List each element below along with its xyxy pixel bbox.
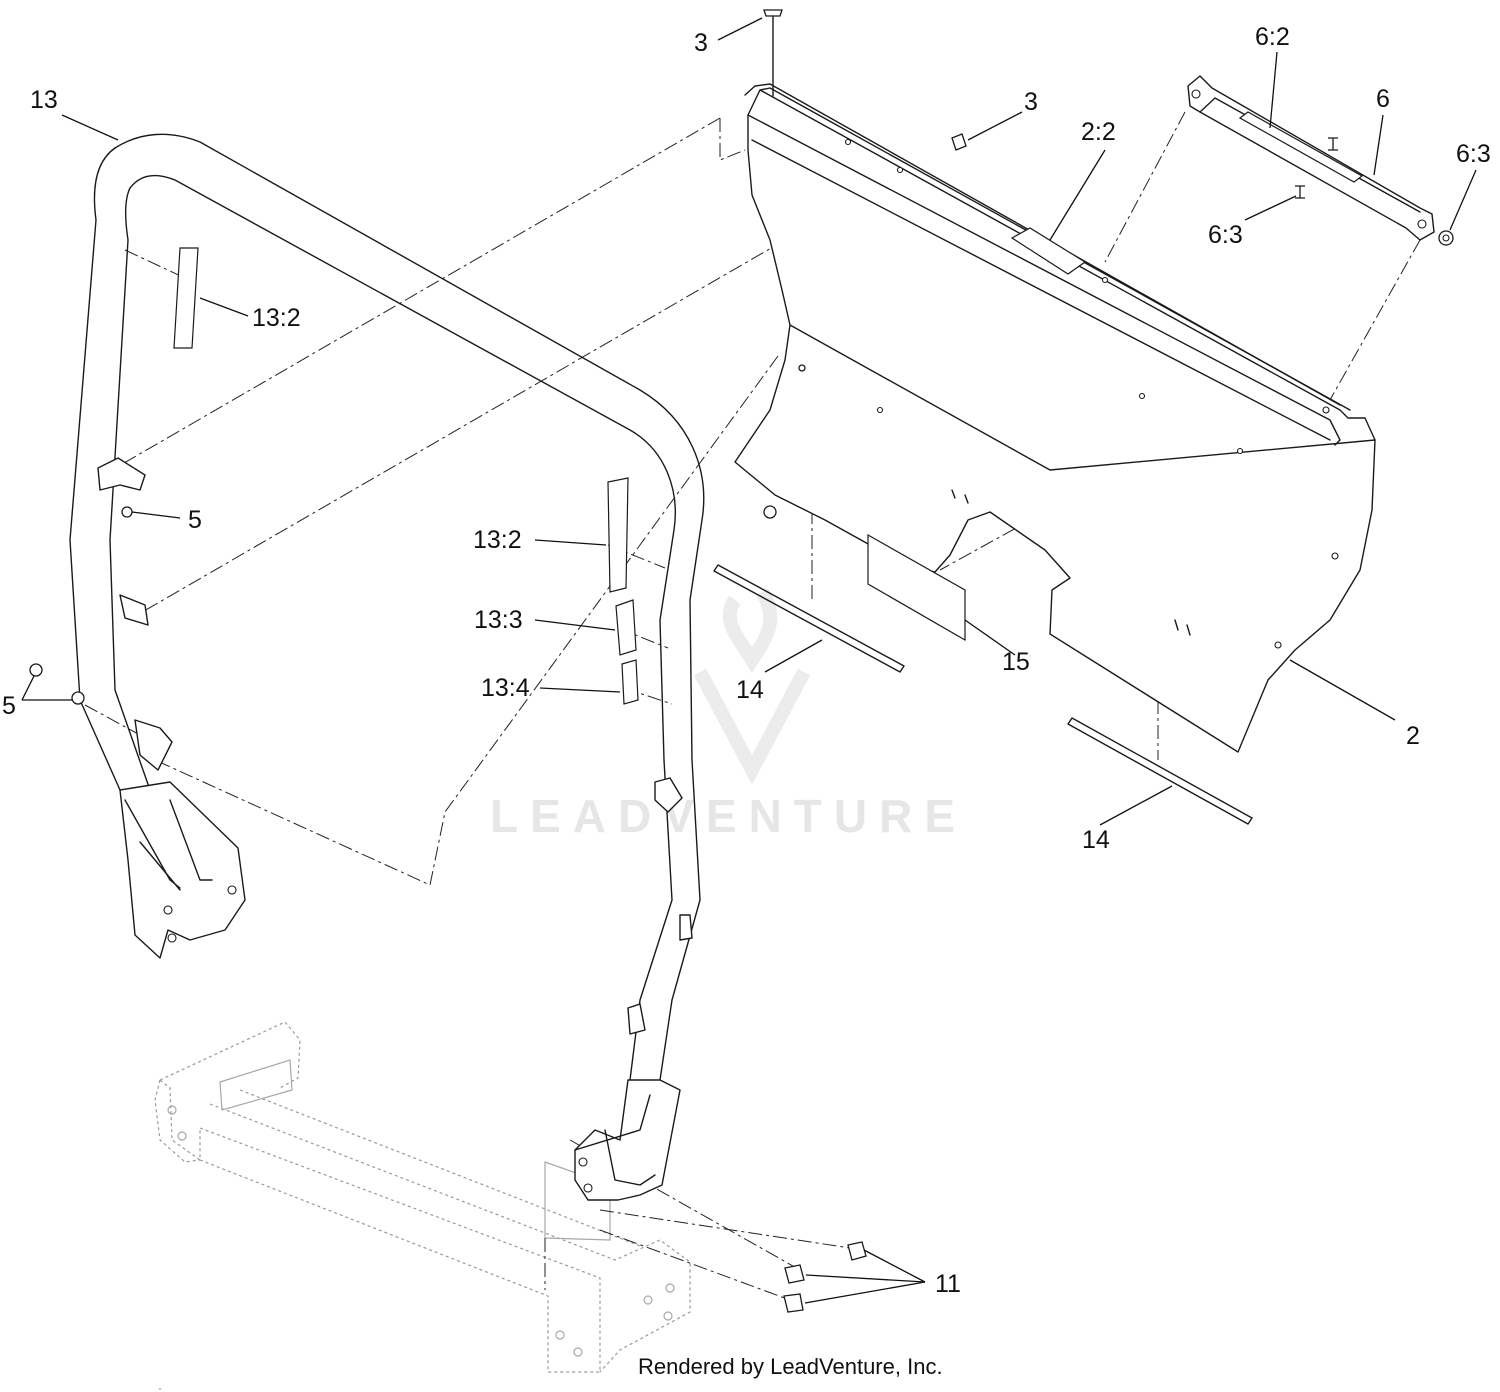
callout-13: 13 <box>30 86 58 114</box>
callout-2-2: 2:2 <box>1081 118 1116 146</box>
callout-6-2: 6:2 <box>1255 23 1290 51</box>
hardware <box>29 9 1454 1313</box>
frame-assembly-ghost <box>154 1021 691 1390</box>
watermark: LEADVENTURE <box>490 790 967 842</box>
trim-strips <box>713 564 1253 825</box>
callout-15: 15 <box>1002 648 1030 676</box>
callout-13-4: 13:4 <box>481 674 530 702</box>
callout-13-2-upper: 13:2 <box>252 304 301 332</box>
callout-5-lower: 5 <box>2 692 16 720</box>
callout-14-right: 14 <box>1082 826 1110 854</box>
callout-11: 11 <box>935 1270 961 1298</box>
callout-6-3-middle: 6:3 <box>1208 221 1243 249</box>
callout-2: 2 <box>1406 722 1420 750</box>
render-credit: Rendered by LeadVenture, Inc. <box>638 1354 943 1379</box>
callout-6: 6 <box>1376 85 1390 113</box>
leader-lines <box>21 17 1477 1304</box>
callout-13-3: 13:3 <box>474 606 523 634</box>
cover-panel <box>734 83 1376 753</box>
callout-13-2-right: 13:2 <box>473 526 522 554</box>
callout-6-3-right: 6:3 <box>1456 140 1491 168</box>
watermark-logo <box>693 588 811 785</box>
bracket-bar-6 <box>1187 75 1435 241</box>
callout-14-left: 14 <box>736 676 764 704</box>
callout-3-pin: 3 <box>694 29 708 57</box>
roll-bar <box>69 133 705 1201</box>
callout-5-middle: 5 <box>188 506 202 534</box>
callout-labels: 13 13:2 5 5 13:2 13:3 13:4 3 3 2:2 6:2 6… <box>2 23 1491 1298</box>
callout-3-bar: 3 <box>1024 88 1038 116</box>
